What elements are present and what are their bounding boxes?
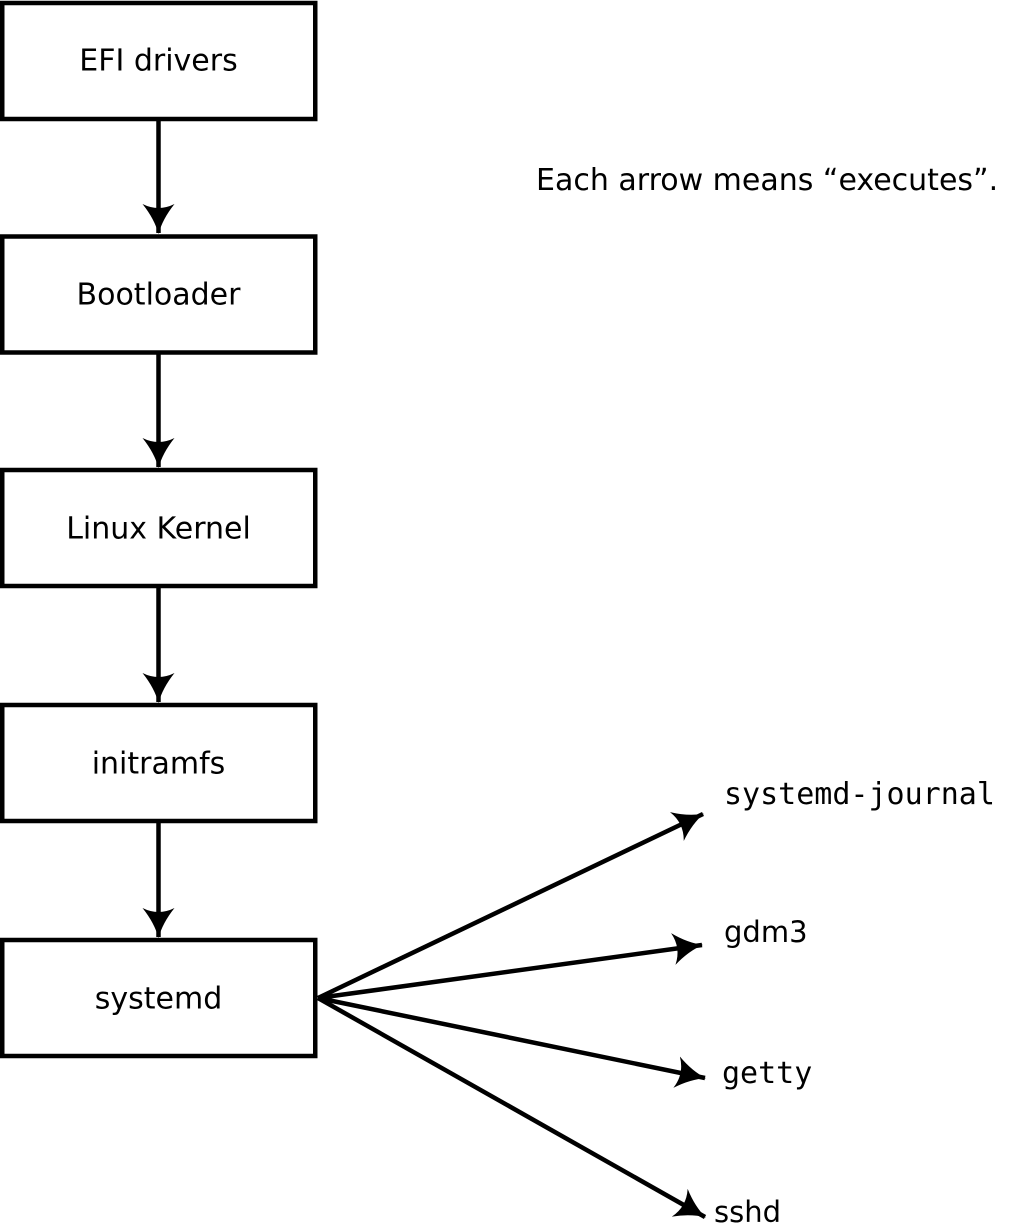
node-linux-kernel-box	[0, 467, 318, 589]
child-label-getty: getty	[722, 1056, 812, 1091]
child-label-gdm3: gdm3	[724, 915, 808, 949]
node-systemd: systemd	[0, 937, 318, 1059]
child-label-systemd-journal: systemd-journal	[724, 777, 995, 812]
node-initramfs-box	[0, 702, 318, 824]
node-systemd-label: systemd	[95, 982, 223, 1017]
annotation-arrow-meaning: Each arrow means “executes”.	[536, 163, 998, 198]
edge-systemd-to-gdm3	[317, 933, 703, 1001]
node-linux-kernel-label: Linux Kernel	[66, 512, 251, 547]
child-label-sshd: sshd	[714, 1195, 781, 1229]
node-efi-drivers: EFI drivers	[0, 0, 318, 122]
node-initramfs-label: initramfs	[92, 747, 226, 782]
node-initramfs: initramfs	[0, 702, 318, 824]
node-systemd-box	[0, 937, 318, 1059]
edge-systemd-to-sshd	[316, 996, 707, 1219]
edge-systemd-to-journal	[317, 811, 704, 1001]
node-bootloader-box	[0, 234, 318, 355]
node-efi-drivers-box	[0, 0, 318, 122]
node-efi-drivers-label: EFI drivers	[79, 44, 237, 79]
node-bootloader: Bootloader	[0, 234, 318, 355]
edge-systemd-to-getty	[317, 995, 706, 1088]
node-bootloader-label: Bootloader	[77, 278, 242, 313]
node-linux-kernel: Linux Kernel	[0, 467, 318, 589]
